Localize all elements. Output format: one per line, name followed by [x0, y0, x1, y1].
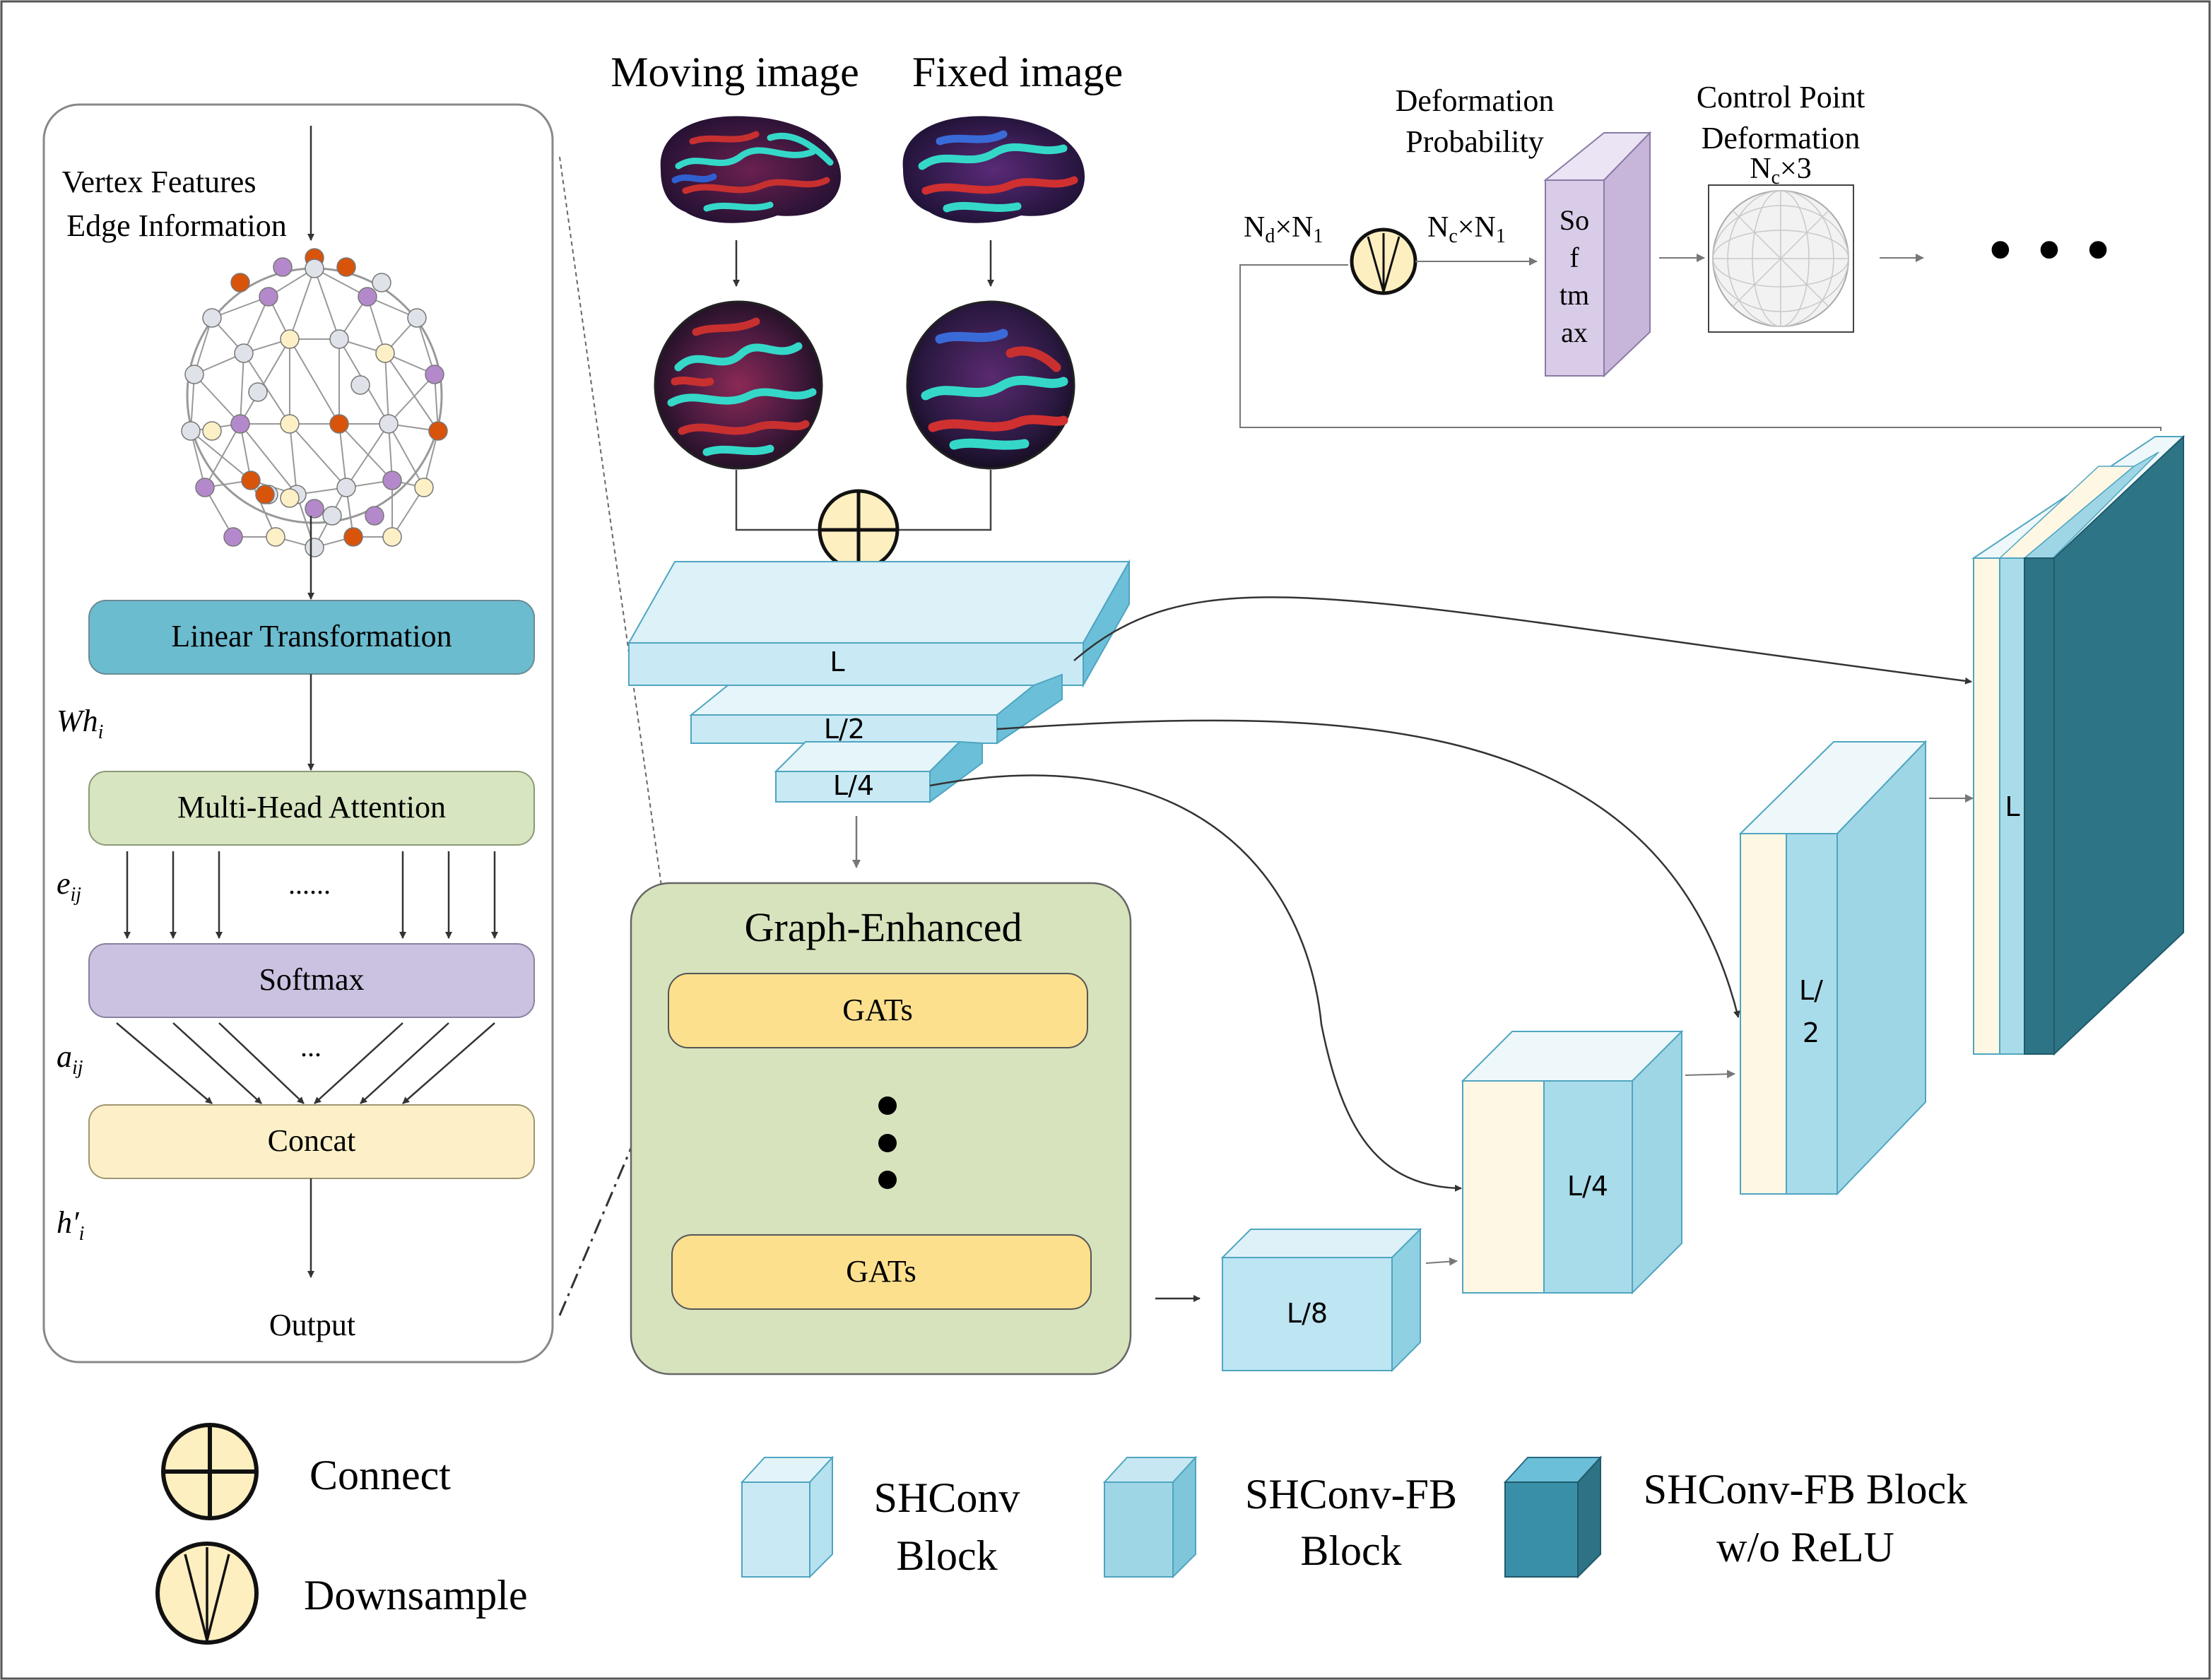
softmax-letter-1: So: [1560, 204, 1589, 236]
legend-shconv-label-1: SHConv: [874, 1474, 1020, 1521]
multi-head-attention-block: [88, 771, 535, 846]
softmax-prob-block: So f tm ax: [1543, 131, 1652, 378]
fixed-brain-image: [902, 116, 1085, 223]
moving-image-label: Moving image: [611, 49, 859, 95]
decoder-l4-label: L/4: [1567, 1171, 1608, 1202]
legend-downsample-label: Downsample: [304, 1572, 528, 1619]
decoder-l-label: L: [2005, 791, 2020, 822]
moving-brain-image: [660, 116, 841, 223]
a-ij-label: aij: [57, 1039, 83, 1079]
stack-dot-2: [878, 1134, 897, 1152]
decoder-l2-label-2: 2: [1803, 1017, 1820, 1048]
moving-sphere-image: [654, 300, 823, 470]
legend-shconv-cube: [740, 1455, 835, 1579]
encoder-slab-l4: L/4: [774, 740, 983, 803]
attention-arrows: [124, 851, 498, 939]
legend: Connect Downsample SHConv Block SHConv-F…: [155, 1423, 1967, 1645]
fixed-to-connect-line: [897, 470, 992, 531]
softmax-dots: ...: [300, 1031, 322, 1063]
softmax-label: Softmax: [259, 962, 364, 997]
vertex-features-label: Vertex Features: [62, 165, 257, 199]
legend-downsample-icon: [155, 1542, 259, 1645]
legend-shconv-fb-cube: [1102, 1455, 1198, 1579]
nc-n1-label: Nc×N1: [1427, 211, 1506, 247]
linear-transformation-label: Linear Transformation: [171, 619, 452, 653]
softmax-to-concat-arrows: [116, 1022, 495, 1104]
legend-connect-icon: [161, 1423, 259, 1520]
decoder-l2-label-1: L/: [1799, 975, 1823, 1006]
legend-fb-label-2: Block: [1300, 1527, 1401, 1574]
gats-top-label: GATs: [842, 993, 913, 1027]
gat-detail-panel: Vertex Features Edge Information: [42, 103, 554, 1363]
legend-connect-label: Connect: [309, 1452, 451, 1498]
connect-plus-icon: [818, 489, 900, 571]
graph-sphere-icon: [181, 248, 448, 557]
encoder-l4-label: L/4: [833, 770, 874, 801]
graph-enhanced-panel: Graph-Enhanced GATs GATs: [630, 882, 1132, 1376]
control-point-label-1: Control Point: [1697, 80, 1865, 114]
deformation-probability-label-1: Deformation: [1396, 83, 1555, 118]
softmax-letter-4: ax: [1561, 317, 1588, 348]
gats-block-bottom: [671, 1234, 1092, 1310]
continuation-ellipsis: • • •: [1985, 223, 2114, 280]
encoder-l-label: L: [830, 646, 844, 678]
softmax-block: [88, 943, 535, 1018]
decoder-l8-label: L/8: [1287, 1298, 1328, 1329]
softmax-letter-3: tm: [1560, 279, 1589, 311]
fixed-image-label: Fixed image: [912, 49, 1123, 95]
softmax-letter-2: f: [1569, 242, 1579, 273]
legend-shconv-fb-norelu-cube: [1503, 1455, 1603, 1579]
skip-connections: [929, 596, 1972, 1192]
wh-label: Whi: [57, 704, 103, 743]
h-prime-label: h′i: [57, 1205, 84, 1245]
output-label: Output: [269, 1308, 355, 1342]
e-ij-label: eij: [57, 866, 81, 906]
edge-information-label: Edge Information: [66, 208, 287, 243]
gat-panel-frame: [42, 103, 554, 1363]
l8-to-l4-arrow: [1425, 1257, 1458, 1266]
nc-3-label: Nc×3: [1750, 153, 1811, 189]
feedback-line: [1239, 264, 2162, 431]
decoder-block-l: L: [1971, 434, 2186, 1056]
control-point-mesh-icon: [1708, 184, 1854, 333]
decoder-block-l8: L/8: [1220, 1227, 1422, 1373]
encoder-slab-l2: L/2: [689, 673, 1063, 745]
attention-dots: ......: [288, 868, 331, 900]
concat-label: Concat: [268, 1123, 356, 1158]
decoder-block-l2: L/ 2: [1738, 740, 1928, 1196]
graph-enhanced-title: Graph-Enhanced: [745, 904, 1022, 950]
encoder-l2-label: L/2: [824, 714, 865, 745]
nd-n1-label: Nd×N1: [1244, 211, 1323, 247]
deformation-probability-label-2: Probability: [1405, 124, 1544, 159]
gats-bottom-label: GATs: [846, 1254, 916, 1289]
l4-to-l2-arrow: [1685, 1070, 1735, 1079]
stack-dot-1: [878, 1096, 897, 1115]
legend-fb-label-1: SHConv-FB: [1245, 1471, 1457, 1518]
zoom-line-top: [559, 156, 676, 983]
fixed-sphere-image: [906, 300, 1075, 470]
legend-norelu-label-2: w/o ReLU: [1716, 1524, 1894, 1570]
downsample-icon: [1350, 227, 1417, 295]
legend-norelu-label-1: SHConv-FB Block: [1644, 1466, 1967, 1513]
legend-shconv-label-2: Block: [896, 1532, 997, 1579]
gats-block-top: [668, 973, 1088, 1048]
decoder-block-l4: L/4: [1461, 1029, 1684, 1295]
stack-dot-3: [878, 1171, 897, 1189]
control-point-label-2: Deformation: [1702, 121, 1861, 155]
moving-to-connect-line: [735, 470, 834, 531]
multi-head-attention-label: Multi-Head Attention: [177, 790, 446, 824]
encoder-slab-l: L: [627, 559, 1131, 688]
